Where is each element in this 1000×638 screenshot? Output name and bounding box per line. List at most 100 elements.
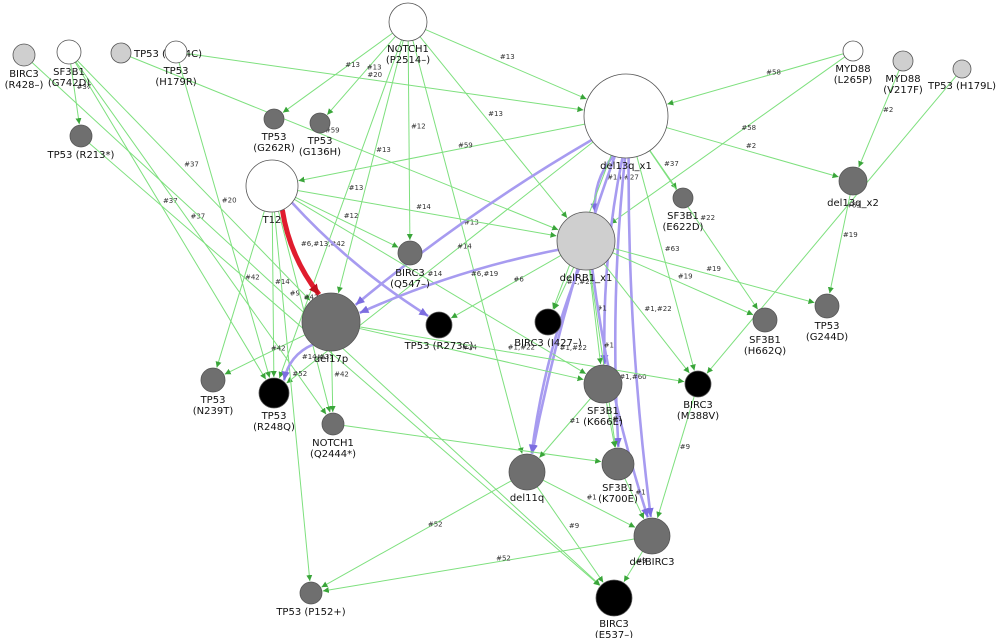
node-circle[interactable]	[556, 211, 616, 271]
node-t12[interactable]: T12	[245, 159, 299, 226]
edge-label: #1	[586, 493, 596, 501]
node-circle[interactable]	[200, 367, 226, 393]
node-label: del13q_x1	[600, 161, 652, 172]
node-circle[interactable]	[69, 124, 93, 148]
node-tp53_g136h[interactable]: TP53(G136H)	[299, 112, 341, 158]
node-label: BIRC3	[9, 69, 39, 80]
edge-label: #58	[741, 124, 756, 132]
node-delbirc3[interactable]: delBIRC3	[630, 517, 675, 568]
node-sf3b1_k666e[interactable]: SF3B1(K666E)	[583, 364, 623, 428]
node-circle[interactable]	[601, 447, 635, 481]
node-sublabel: (E537–)	[595, 630, 633, 638]
edge-label: #1	[570, 417, 580, 425]
node-circle[interactable]	[633, 517, 671, 555]
edge-notch1_p2514-to-tp53_r248q	[278, 39, 403, 379]
edge-label: #1,#60	[619, 373, 646, 381]
node-circle[interactable]	[245, 159, 299, 213]
edge-label: #19	[678, 273, 693, 281]
node-del13q_x1[interactable]: del13q_x1	[583, 73, 669, 172]
node-sf3b1_k700e[interactable]: SF3B1(K700E)	[598, 447, 638, 505]
node-circle[interactable]	[534, 308, 562, 336]
node-circle[interactable]	[583, 73, 669, 159]
node-circle[interactable]	[299, 581, 323, 605]
node-del17p[interactable]: del17p	[301, 292, 361, 365]
node-circle[interactable]	[583, 364, 623, 404]
node-circle[interactable]	[814, 293, 840, 319]
node-circle[interactable]	[838, 166, 868, 196]
node-tp53_y234c[interactable]: TP53 (Y234C)	[110, 42, 202, 64]
edge-del13q_x2-to-tp53_g244d	[827, 194, 851, 294]
node-circle[interactable]	[309, 112, 331, 134]
node-tp53_r248q[interactable]: TP53(R248Q)	[253, 377, 295, 433]
node-circle[interactable]	[12, 43, 36, 67]
edge-label: #37	[664, 160, 679, 168]
node-circle[interactable]	[595, 579, 633, 617]
node-circle[interactable]	[301, 292, 361, 352]
node-del11q[interactable]: del11q	[508, 453, 546, 504]
node-notch1_q2444[interactable]: NOTCH1(Q2444*)	[310, 412, 356, 460]
edge-delrb1_x1-to-tp53_g244d	[613, 248, 815, 304]
edge-tp53_r213-to-birc3_e537	[88, 142, 600, 586]
edge-label: #13	[345, 61, 360, 69]
node-tp53_r213[interactable]: TP53 (R213*)	[47, 124, 115, 161]
node-circle[interactable]	[164, 40, 188, 64]
node-tp53_h179r[interactable]: TP53(H179R)	[155, 40, 197, 88]
edge-del13q_x1-to-del17p	[354, 138, 593, 306]
edge-label: #9	[636, 557, 646, 565]
node-sublabel: (R248Q)	[253, 422, 295, 433]
edge-del13q_x1-to-t12	[298, 123, 585, 183]
node-circle[interactable]	[672, 187, 694, 209]
node-circle[interactable]	[952, 59, 972, 79]
node-tp53_n239t[interactable]: TP53(N239T)	[193, 367, 234, 417]
node-tp53_h179l[interactable]: TP53 (H179L)	[927, 59, 996, 92]
node-circle[interactable]	[425, 311, 453, 339]
node-circle[interactable]	[842, 40, 864, 62]
node-circle[interactable]	[508, 453, 546, 491]
edge-label: #13	[349, 184, 364, 192]
edge-tp53_h179r-to-tp53_r248q	[178, 62, 271, 378]
edge-label: #14,#37	[302, 353, 334, 361]
node-delrb1_x1[interactable]: delRB1_x1	[556, 211, 616, 284]
edge-label: #12	[411, 123, 426, 131]
node-birc3_r428[interactable]: BIRC3(R428–)	[5, 43, 44, 91]
node-birc3_m388v[interactable]: BIRC3(M388V)	[677, 370, 719, 422]
node-label: BIRC3	[395, 268, 425, 279]
node-circle[interactable]	[397, 240, 423, 266]
node-sf3b1_g742d[interactable]: SF3B1(G742D)	[48, 39, 90, 89]
edge-label: #12	[344, 212, 359, 220]
node-notch1_p2514[interactable]: NOTCH1(P2514–)	[386, 2, 430, 66]
node-circle[interactable]	[892, 50, 914, 72]
node-birc3_i427[interactable]: BIRC3 (I427–)	[514, 308, 582, 349]
edge-myd88_l265p-to-delrb1_x1	[610, 56, 846, 225]
node-circle[interactable]	[684, 370, 712, 398]
node-circle[interactable]	[258, 377, 290, 409]
node-sublabel: (V217F)	[883, 85, 923, 96]
edge-sf3b1_k666e-to-sf3b1_k700e	[606, 402, 617, 448]
node-circle[interactable]	[321, 412, 345, 436]
node-circle[interactable]	[388, 2, 428, 42]
node-sf3b1_h662q[interactable]: SF3B1(H662Q)	[744, 307, 786, 357]
node-sf3b1_e622d[interactable]: SF3B1(E622D)	[663, 187, 704, 233]
edge-label: #13	[500, 53, 515, 61]
node-circle[interactable]	[263, 108, 285, 130]
node-birc3_e537[interactable]: BIRC3(E537–)	[595, 579, 633, 638]
node-del13q_x2[interactable]: del13q_x2	[827, 166, 879, 209]
edge-del13q_x1-to-del11q	[529, 156, 616, 454]
node-tp53_p152[interactable]: TP53 (P152+)	[275, 581, 346, 618]
edge-label: #1	[604, 342, 614, 350]
node-birc3_q547[interactable]: BIRC3(Q547–)	[390, 240, 430, 290]
node-sublabel: (H662Q)	[744, 346, 786, 357]
node-label: TP53	[200, 395, 226, 406]
node-tp53_g244d[interactable]: TP53(G244D)	[806, 293, 848, 343]
node-myd88_v217f[interactable]: MYD88(V217F)	[883, 50, 923, 96]
node-tp53_r273c[interactable]: TP53 (R273C)	[404, 311, 474, 352]
edge-del13q_x1-to-birc3_m388v	[636, 156, 696, 371]
node-circle[interactable]	[56, 39, 82, 65]
node-circle[interactable]	[752, 307, 778, 333]
node-label: T12	[262, 215, 282, 226]
edge-label: #13	[488, 110, 503, 118]
edge-notch1_p2514-to-del13q_x1	[425, 29, 587, 100]
node-myd88_l265p[interactable]: MYD88(L265P)	[834, 40, 873, 86]
node-circle[interactable]	[110, 42, 132, 64]
node-tp53_g262r[interactable]: TP53(G262R)	[253, 108, 295, 154]
